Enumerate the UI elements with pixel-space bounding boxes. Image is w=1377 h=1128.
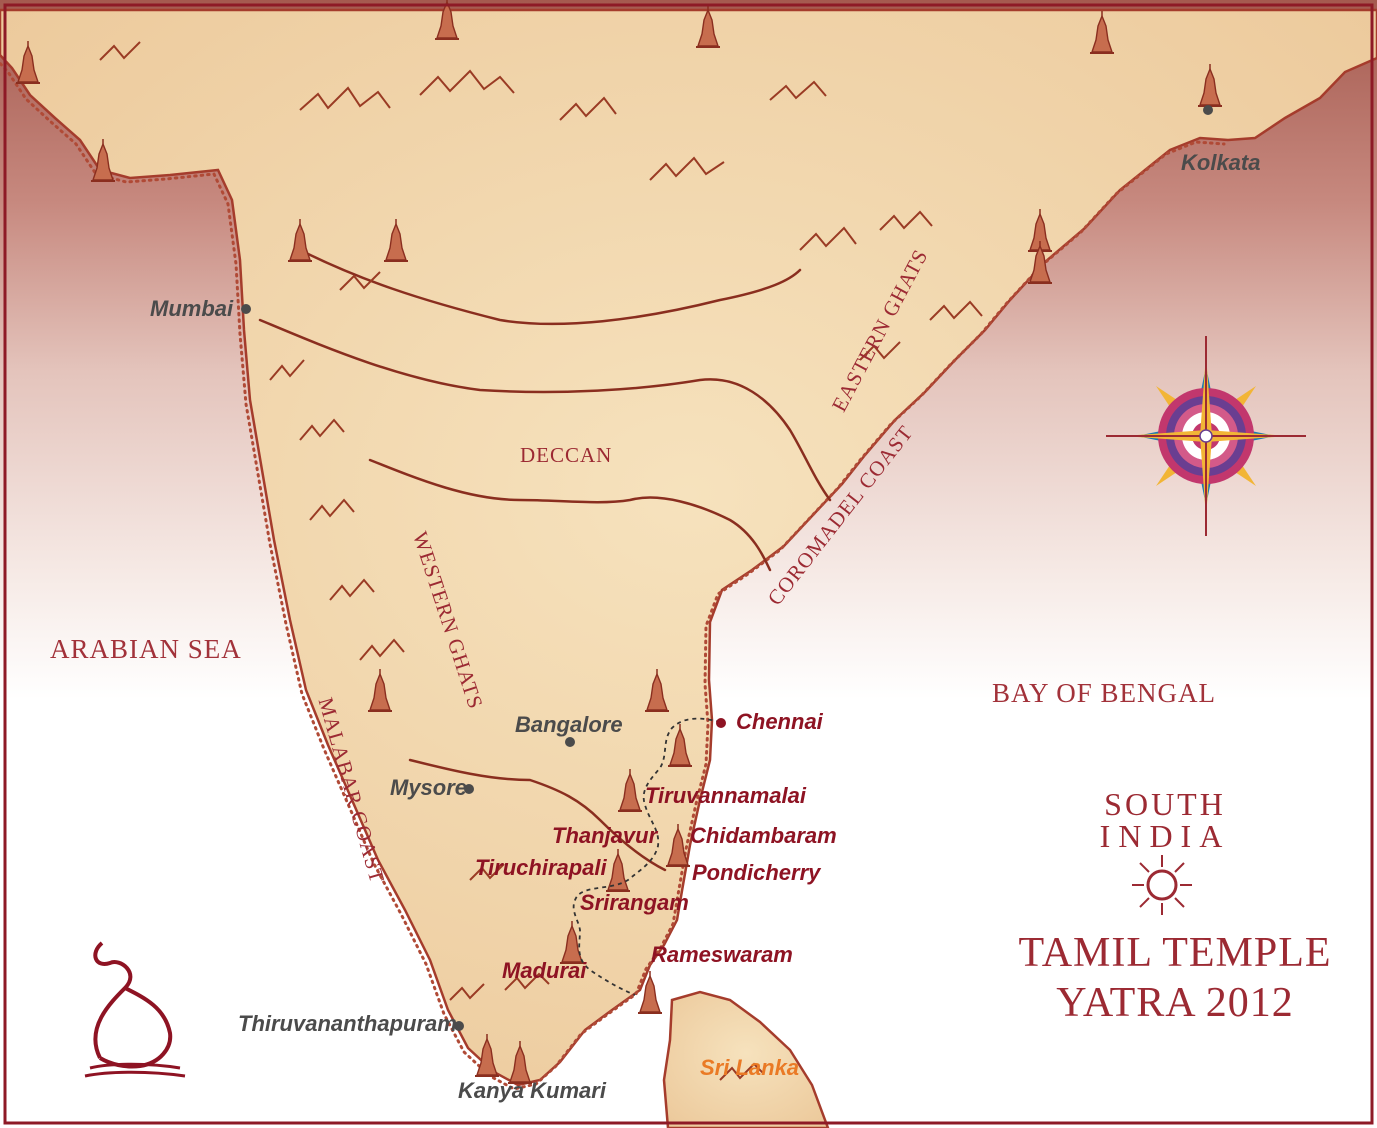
city-label-rameswaram: Rameswaram xyxy=(651,942,793,967)
city-label-pondicherry: Pondicherry xyxy=(692,860,821,885)
city-dot-icon xyxy=(716,718,726,728)
sri-lanka-island xyxy=(662,990,830,1128)
city-dot-icon xyxy=(1203,105,1213,115)
mountains xyxy=(99,41,983,1081)
city-label-mumbai: Mumbai xyxy=(150,296,234,321)
city-dot-icon xyxy=(464,784,474,794)
city-label-thiruvananthapuram: Thiruvananthapuram xyxy=(238,1011,457,1036)
deccan-label: DECCAN xyxy=(520,443,613,467)
city-label-thanjavur: Thanjavur xyxy=(552,823,658,848)
city-label-chennai: Chennai xyxy=(736,709,823,734)
country-label-sri-lanka: Sri Lanka xyxy=(700,1055,800,1080)
city-label-kanya-kumari: Kanya Kumari xyxy=(458,1078,606,1103)
sun-emblem-icon xyxy=(1132,855,1192,915)
city-dot-icon xyxy=(454,1021,464,1031)
arabian-sea-label: ARABIAN SEA xyxy=(50,634,242,664)
city-label-mysore: Mysore xyxy=(390,775,468,800)
title-line-tamil-temple: TAMIL TEMPLE xyxy=(1018,930,1332,976)
city-label-chidambaram: Chidambaram xyxy=(690,823,837,848)
city-dot-icon xyxy=(241,304,251,314)
title-line-yatra: YATRA 2012 xyxy=(1056,980,1294,1026)
city-label-kolkata: Kolkata xyxy=(1181,150,1261,175)
city-dot-icon xyxy=(565,737,575,747)
city-label-tiruchirapali: Tiruchirapali xyxy=(475,855,607,880)
city-label-madurai: Madurai xyxy=(502,958,587,983)
city-label-bangalore: Bangalore xyxy=(515,712,623,737)
compass-rose-icon xyxy=(1106,336,1306,536)
yatra-route xyxy=(572,717,721,996)
title-line-south: SOUTH xyxy=(1104,786,1226,822)
title-line-india: INDIA xyxy=(1099,818,1231,854)
rivers xyxy=(258,248,832,872)
bay-of-bengal-label: BAY OF BENGAL xyxy=(992,678,1217,708)
city-label-tiruvannamalai: Tiruvannamalai xyxy=(645,783,806,808)
sea-creature-emblem-icon xyxy=(84,941,186,1078)
city-dots xyxy=(241,105,1213,1031)
city-label-srirangam: Srirangam xyxy=(580,890,689,915)
